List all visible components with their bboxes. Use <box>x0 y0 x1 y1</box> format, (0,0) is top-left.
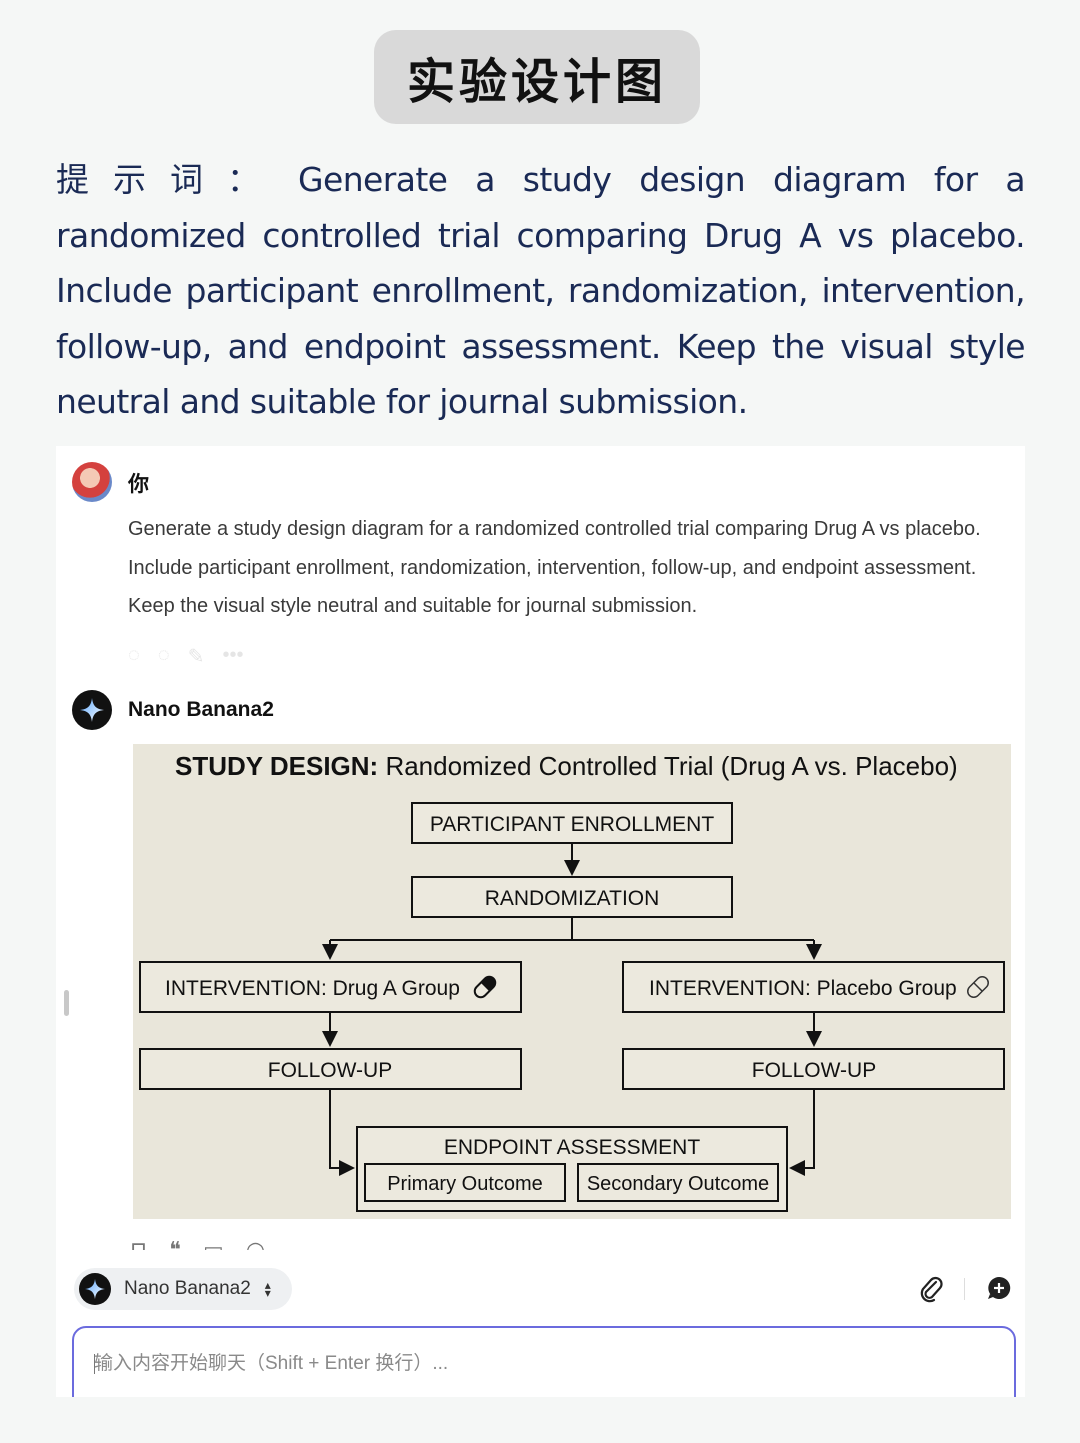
pill-icon <box>473 975 497 999</box>
comment-icon[interactable]: ▭ <box>203 1237 224 1250</box>
empty-pill-icon <box>967 976 989 998</box>
left-followup-label: FOLLOW-UP <box>268 1059 392 1082</box>
prompt-text: Generate a study design diagram for a ra… <box>56 160 1026 421</box>
secondary-outcome-label: Secondary Outcome <box>587 1173 769 1195</box>
arrow-right-endpoint <box>789 1089 815 1176</box>
secondary-outcome-box <box>577 1163 779 1202</box>
scrollbar-handle[interactable] <box>64 990 69 1016</box>
page-title: 实验设计图 <box>406 54 667 110</box>
model-selector[interactable]: Nano Banana2 ▴▾ <box>74 1268 292 1310</box>
arrow-left-endpoint <box>329 1089 355 1176</box>
model-avatar <box>79 1273 111 1305</box>
drug-a-box <box>139 961 522 1013</box>
study-design-diagram[interactable]: STUDY DESIGN: Randomized Controlled Tria… <box>133 744 1011 1219</box>
primary-outcome-label: Primary Outcome <box>387 1173 543 1195</box>
user-message-actions: ◌ ◌ ✎ ••• <box>128 644 244 669</box>
prompt-paragraph: 提示词：Generate a study design diagram for … <box>56 152 1026 430</box>
randomization-box <box>411 876 733 918</box>
updown-chevron-icon: ▴▾ <box>264 1278 271 1300</box>
new-chat-icon[interactable] <box>986 1275 1012 1301</box>
copy-icon[interactable]: ◌ <box>128 644 140 666</box>
quote-icon[interactable]: ❝ <box>169 1237 182 1250</box>
sparkle-icon <box>84 1278 106 1300</box>
diagram-title: STUDY DESIGN: Randomized Controlled Tria… <box>175 751 958 781</box>
refresh-icon[interactable]: ◌ <box>157 644 170 666</box>
right-followup-label: FOLLOW-UP <box>752 1059 876 1082</box>
chat-input[interactable] <box>94 1348 974 1380</box>
toolbar-divider <box>964 1278 965 1300</box>
enrollment-label: PARTICIPANT ENROLLMENT <box>430 813 715 836</box>
bot-message-actions: ⊓ ❝ ▭ ◠ <box>130 1236 265 1250</box>
placebo-label: INTERVENTION: Placebo Group <box>649 977 957 1000</box>
user-avatar <box>72 462 112 502</box>
enrollment-box <box>411 802 733 844</box>
attach-icon[interactable] <box>918 1274 944 1304</box>
prompt-label: 提示词： <box>56 160 285 199</box>
right-followup-box <box>622 1048 1005 1090</box>
endpoint-label: ENDPOINT ASSESSMENT <box>444 1136 701 1159</box>
title-banner: 实验设计图 <box>374 30 700 124</box>
user-message: Generate a study design diagram for a ra… <box>128 518 981 617</box>
bot-name: Nano Banana2 <box>128 698 274 721</box>
refresh-icon[interactable]: ◠ <box>245 1237 266 1250</box>
edit-icon[interactable]: ✎ <box>187 646 205 668</box>
drug-a-label: INTERVENTION: Drug A Group <box>165 977 460 1000</box>
chat-screenshot: 你 Generate a study design diagram for a … <box>56 446 1025 1397</box>
more-icon[interactable]: ••• <box>222 644 244 666</box>
bot-avatar <box>72 690 112 730</box>
copy-icon[interactable]: ⊓ <box>130 1237 148 1250</box>
left-followup-box <box>139 1048 522 1090</box>
user-name: 你 <box>128 472 149 496</box>
primary-outcome-box <box>364 1163 566 1202</box>
chat-input-box[interactable] <box>72 1326 1016 1397</box>
sparkle-icon <box>80 698 104 722</box>
model-label: Nano Banana2 <box>124 1278 251 1299</box>
randomization-label: RANDOMIZATION <box>485 887 660 910</box>
